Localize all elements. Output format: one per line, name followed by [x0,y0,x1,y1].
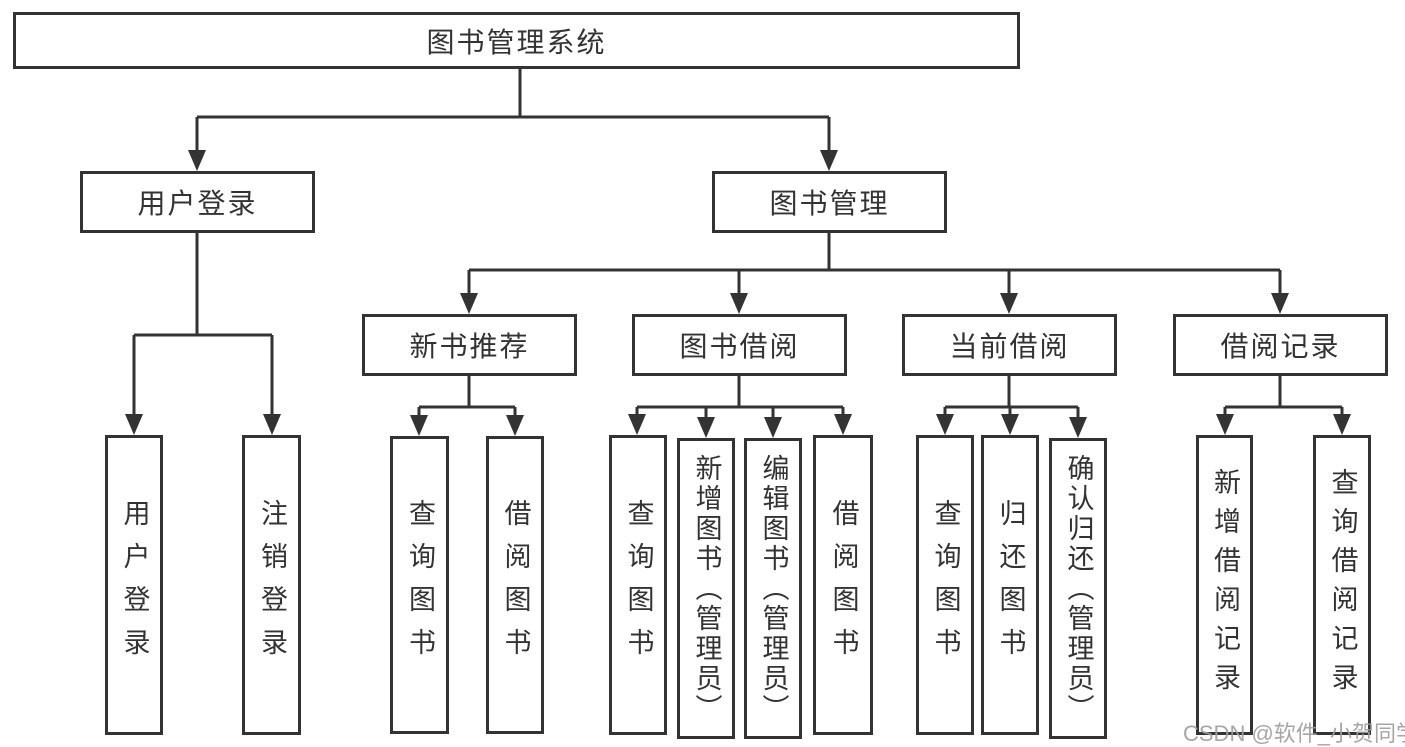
leaf-return-books: 归还图书 [981,435,1039,735]
node-label: 查询图书 [623,499,654,671]
node-label: 借阅记录 [1220,331,1341,362]
node-root-library-system: 图书管理系统 [13,12,1020,69]
node-label: 当前借阅 [949,331,1070,362]
node-book-borrowing: 图书借阅 [632,314,847,376]
leaf-logout: 注销登录 [242,435,301,735]
node-book-management: 图书管理 [712,171,947,233]
node-label: 图书管理系统 [426,26,607,58]
leaf-borrow-books-recommend: 借阅图书 [486,436,544,734]
node-label: 查询图书 [930,499,961,671]
leaf-user-login: 用户登录 [105,435,163,735]
node-label: 归还图书 [995,499,1026,671]
node-new-book-recommend: 新书推荐 [362,314,577,376]
node-label: 确认归还（管理员） [1063,453,1094,724]
node-label: 借阅图书 [828,499,859,671]
node-label: 新增借阅记录 [1210,468,1240,702]
node-label: 编辑图书（管理员） [758,453,789,724]
leaf-query-borrow-record: 查询借阅记录 [1313,435,1371,735]
node-label: 图书管理 [769,188,890,219]
leaf-confirm-return-admin: 确认归还（管理员） [1049,438,1107,739]
leaf-query-books-recommend: 查询图书 [390,436,449,734]
node-label: 注销登录 [257,499,287,671]
leaf-borrow-books-borrowing: 借阅图书 [813,435,873,735]
node-label: 新书推荐 [409,331,530,362]
node-user-login: 用户登录 [80,171,315,233]
node-label: 新增图书（管理员） [691,453,722,724]
leaf-add-borrow-record: 新增借阅记录 [1196,435,1253,735]
node-label: 借阅图书 [500,499,531,671]
node-current-borrowing: 当前借阅 [902,314,1117,376]
leaf-query-books-borrowing: 查询图书 [609,435,667,735]
leaf-add-books-admin: 新增图书（管理员） [677,438,735,739]
node-label: 用户登录 [119,499,150,671]
leaf-edit-books-admin: 编辑图书（管理员） [744,438,802,739]
node-label: 用户登录 [137,188,258,219]
node-label: 查询借阅记录 [1327,468,1358,702]
node-borrow-records: 借阅记录 [1173,314,1388,376]
node-label: 图书借阅 [679,331,800,362]
csdn-watermark: CSDN @软件_小贺同学 [1183,721,1405,746]
node-label: 查询图书 [405,499,435,671]
leaf-query-books-current: 查询图书 [916,435,974,735]
